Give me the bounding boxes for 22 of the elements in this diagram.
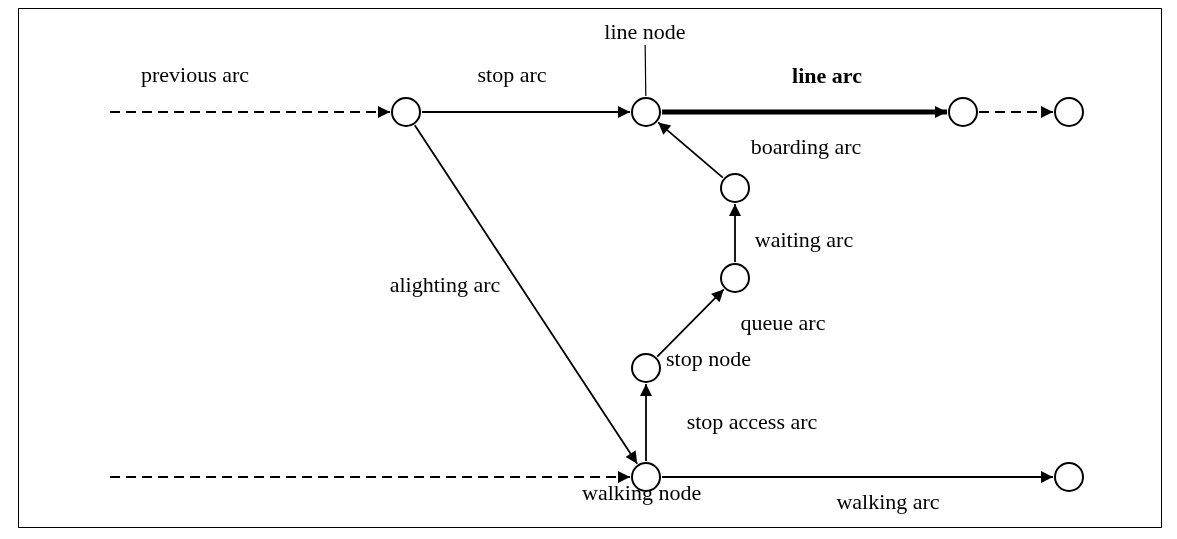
arrow <box>640 383 652 462</box>
arrow <box>109 471 631 483</box>
arrow <box>657 121 724 179</box>
circle-node <box>1054 462 1084 492</box>
arrow <box>109 106 391 118</box>
circle-node <box>391 97 421 127</box>
node-caption: walking node <box>582 480 702 506</box>
arrow <box>413 124 639 465</box>
arrow <box>729 203 741 263</box>
circle-node <box>631 97 661 127</box>
leader-line <box>644 44 647 97</box>
circle-node <box>1054 97 1084 127</box>
arrow <box>661 471 1054 483</box>
circle-node <box>948 97 978 127</box>
circle-node <box>720 263 750 293</box>
arrow <box>662 106 947 118</box>
node-label: line node <box>595 19 695 45</box>
node-caption: stop node <box>666 346 751 372</box>
arrow <box>978 106 1054 118</box>
arrow <box>421 106 631 118</box>
circle-node <box>720 173 750 203</box>
arrow <box>656 288 725 358</box>
